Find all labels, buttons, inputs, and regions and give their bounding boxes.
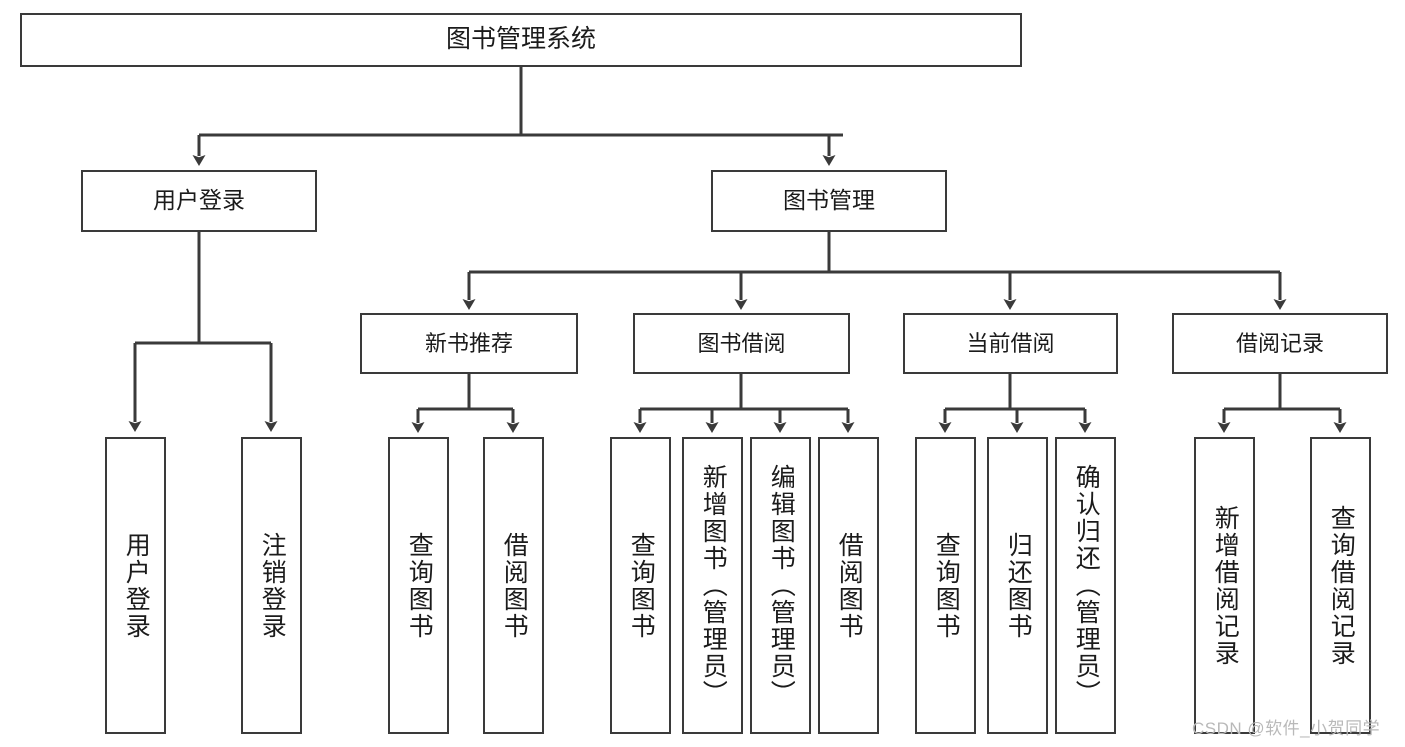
node-label: 借阅图书: [835, 531, 864, 640]
leaf-borrow-add-book-admin[interactable]: 新增图书（管理员）: [682, 437, 743, 734]
node-label: 归还图书: [1004, 531, 1033, 640]
leaf-current-return-book[interactable]: 归还图书: [987, 437, 1048, 734]
node-user-login[interactable]: 用户登录: [81, 170, 317, 232]
node-label: 编辑图书（管理员）: [767, 464, 796, 707]
leaf-current-query-book[interactable]: 查询图书: [915, 437, 976, 734]
node-label: 图书管理: [783, 187, 875, 214]
node-label: 查询图书: [932, 531, 961, 640]
leaf-record-query-record[interactable]: 查询借阅记录: [1310, 437, 1371, 734]
node-book-borrow[interactable]: 图书借阅: [633, 313, 850, 374]
node-label: 新书推荐: [424, 330, 513, 356]
leaf-current-confirm-return-admin[interactable]: 确认归还（管理员）: [1055, 437, 1116, 734]
node-label: 当前借阅: [966, 330, 1055, 356]
node-current-borrow[interactable]: 当前借阅: [903, 313, 1118, 374]
node-root-system[interactable]: 图书管理系统: [20, 13, 1022, 67]
node-label: 图书借阅: [697, 330, 786, 356]
node-label: 查询图书: [405, 531, 434, 640]
node-book-management[interactable]: 图书管理: [711, 170, 947, 232]
leaf-user-login-logout[interactable]: 注销登录: [241, 437, 302, 734]
node-borrow-record[interactable]: 借阅记录: [1172, 313, 1388, 374]
node-label: 新增图书（管理员）: [699, 464, 728, 707]
node-label: 用户登录: [122, 531, 151, 640]
node-label: 注销登录: [258, 531, 287, 640]
node-label: 查询借阅记录: [1327, 504, 1356, 667]
node-label: 确认归还（管理员）: [1072, 464, 1101, 707]
leaf-borrow-query-book[interactable]: 查询图书: [610, 437, 671, 734]
node-label: 查询图书: [627, 531, 656, 640]
leaf-record-add-record[interactable]: 新增借阅记录: [1194, 437, 1255, 734]
node-label: 图书管理系统: [445, 25, 596, 54]
node-label: 借阅记录: [1235, 330, 1324, 356]
leaf-user-login-login[interactable]: 用户登录: [105, 437, 166, 734]
node-new-book-recommend[interactable]: 新书推荐: [360, 313, 578, 374]
node-label: 新增借阅记录: [1211, 504, 1240, 667]
csdn-watermark: CSDN @软件_小贺同学: [1192, 719, 1381, 738]
node-label: 借阅图书: [500, 531, 529, 640]
leaf-recommend-query-book[interactable]: 查询图书: [388, 437, 449, 734]
leaf-borrow-borrow-book[interactable]: 借阅图书: [818, 437, 879, 734]
leaf-recommend-borrow-book[interactable]: 借阅图书: [483, 437, 544, 734]
leaf-borrow-edit-book-admin[interactable]: 编辑图书（管理员）: [750, 437, 811, 734]
node-label: 用户登录: [153, 187, 245, 214]
